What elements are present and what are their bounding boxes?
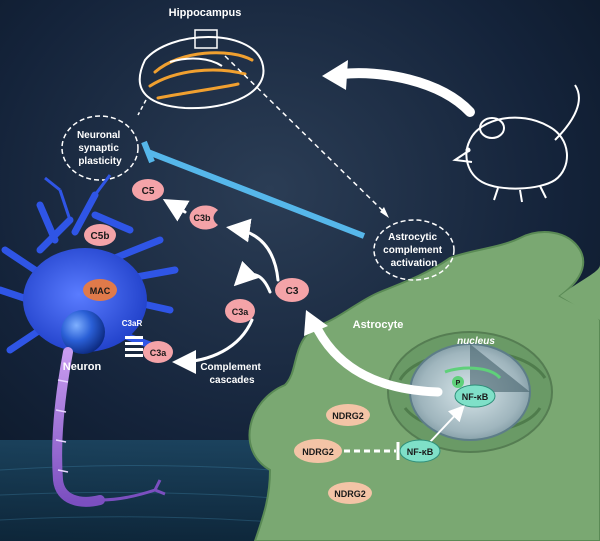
mouse-to-hippocampus-arrow xyxy=(337,68,475,117)
c5-badge xyxy=(132,179,164,201)
plasticity-label: Neuronal synaptic plasticity xyxy=(77,130,123,167)
mac-label: MAC xyxy=(90,286,111,296)
c3-badge xyxy=(275,278,309,302)
phospho-label: P xyxy=(456,380,461,387)
activation-label: Astrocytic complement activation xyxy=(383,232,445,269)
ndrg2-label-middle: NDRG2 xyxy=(302,447,334,457)
mac-badge xyxy=(83,279,117,301)
c5b-label: C5b xyxy=(91,231,110,242)
nfkb-translocation-arrow xyxy=(429,405,465,443)
ndrg2-badge-top xyxy=(326,404,370,426)
c5-label: C5 xyxy=(142,186,155,197)
hippocampus-illustration xyxy=(137,29,265,116)
c3a-left-label: C3a xyxy=(150,348,168,358)
nfkb-nucleus-label: NF-κB xyxy=(462,392,489,402)
activation-circle xyxy=(373,219,455,281)
astrocyte-label: Astrocyte xyxy=(353,319,404,331)
c3ar-label: C3aR xyxy=(122,319,143,328)
c3-label: C3 xyxy=(286,286,299,297)
nfkb-cyto-label: NF-κB xyxy=(407,447,434,457)
ndrg2-badge-middle xyxy=(294,439,342,463)
neuron-nucleus xyxy=(61,310,105,354)
mouse-icon xyxy=(452,84,580,203)
cascade-arrows xyxy=(162,198,280,374)
nfkb-cyto-badge xyxy=(399,439,441,463)
nfkb-nucleus-badge xyxy=(454,384,496,408)
inhibition-bar xyxy=(141,140,155,164)
astrocyte-to-c3-arrow xyxy=(313,325,443,397)
ndrg2-badge-bottom xyxy=(328,482,372,504)
c3ar-receptor xyxy=(125,336,143,357)
inhibition-line xyxy=(146,149,366,239)
c3b-badge xyxy=(189,205,218,230)
neuron-label: Neuron xyxy=(63,361,102,373)
astrocyte-arrow-head xyxy=(304,310,328,336)
c3b-label: C3b xyxy=(193,213,211,223)
ndrg2-label-top: NDRG2 xyxy=(332,411,364,421)
cascades-label: Complement cascades xyxy=(200,362,263,386)
plasticity-circle xyxy=(61,115,139,181)
dashed-arrow-head xyxy=(380,207,389,218)
phospho-badge xyxy=(452,376,464,388)
nucleus-label: nucleus xyxy=(457,336,495,347)
astrocyte-process xyxy=(560,265,600,320)
mouse-arrow-head xyxy=(322,60,348,90)
c5b-badge xyxy=(84,224,116,246)
ndrg2-label-bottom: NDRG2 xyxy=(334,489,366,499)
neuron-axon xyxy=(52,347,105,507)
c3a-right-badge xyxy=(225,299,255,323)
c3a-left-badge xyxy=(143,341,173,363)
c3a-right-label: C3a xyxy=(232,307,250,317)
dashed-arrow xyxy=(224,55,383,211)
hippocampus-label: Hippocampus xyxy=(169,7,242,19)
